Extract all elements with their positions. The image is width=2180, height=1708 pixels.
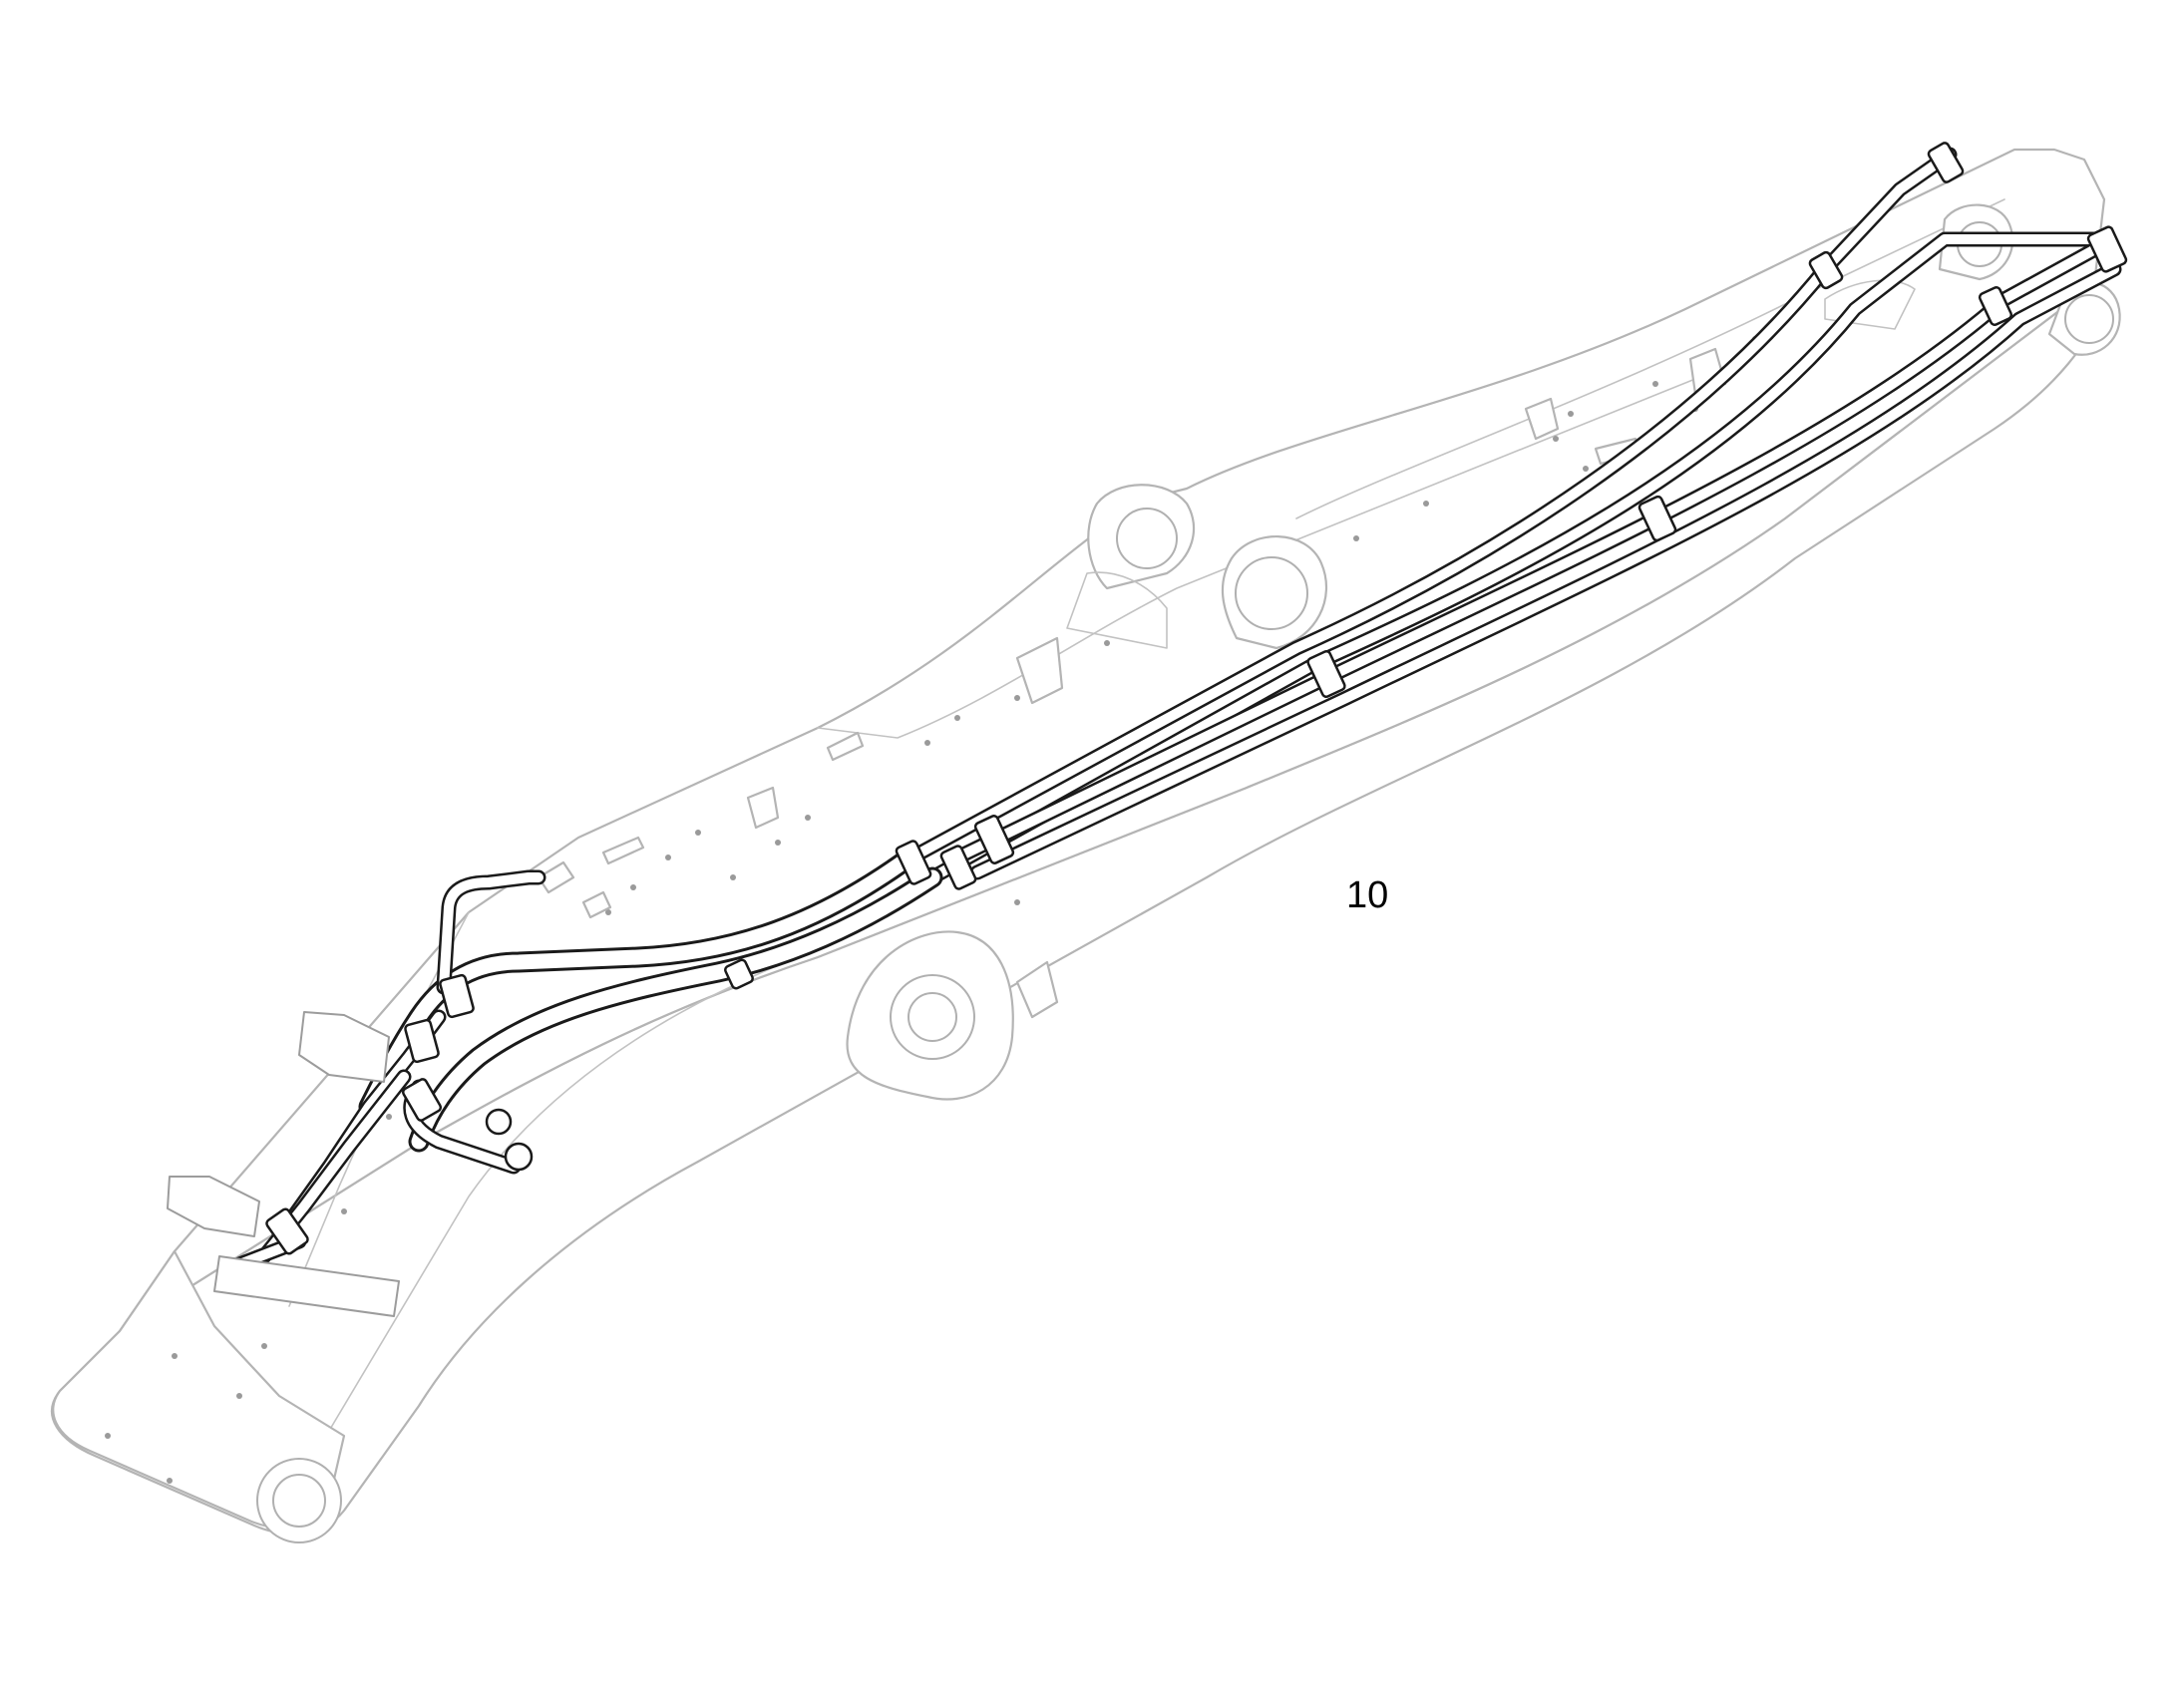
foot-mounting-plates [167,1011,400,1317]
clamp-tip-top [1927,142,1965,183]
clamp-tip-lower-a [2086,225,2128,273]
mid-lug-left-hole [1116,508,1178,569]
clamp-mid-right [1637,495,1677,542]
mounting-plate-lower [167,1176,260,1237]
clamp-left-low [401,1078,443,1122]
callout-10: 10 [1346,874,1388,916]
clamp-tip-mid [1808,250,1844,290]
clamp-left-mid [404,1018,440,1064]
clamp-mid-center [1306,649,1346,699]
boom-foot-pin-inner [272,1474,326,1528]
tip-lug-lower-hole [2064,294,2114,344]
fitting-left-b [504,1142,534,1172]
mounting-plate-upper [298,1011,390,1083]
mounting-plate-bottom [213,1255,400,1317]
clamp-hose [724,958,754,990]
cylinder-bracket-pin-inner [908,992,957,1042]
clamp-tip-lower-b [1978,286,2013,326]
bracket-lug [1015,960,1059,1019]
mid-lug-right-hole [1235,556,1308,630]
fitting-left-a [485,1108,513,1136]
mounting-pads [537,347,1727,919]
clamp-mid-left-c [895,840,932,885]
clamp-mid-left-a [973,815,1015,864]
mid-saddle [1066,571,1168,649]
clamp-left-upper [439,973,475,1019]
clamp-mid-left-b [939,845,977,890]
clamp-foot [265,1207,309,1255]
hydraulic-lines [226,147,2122,1274]
